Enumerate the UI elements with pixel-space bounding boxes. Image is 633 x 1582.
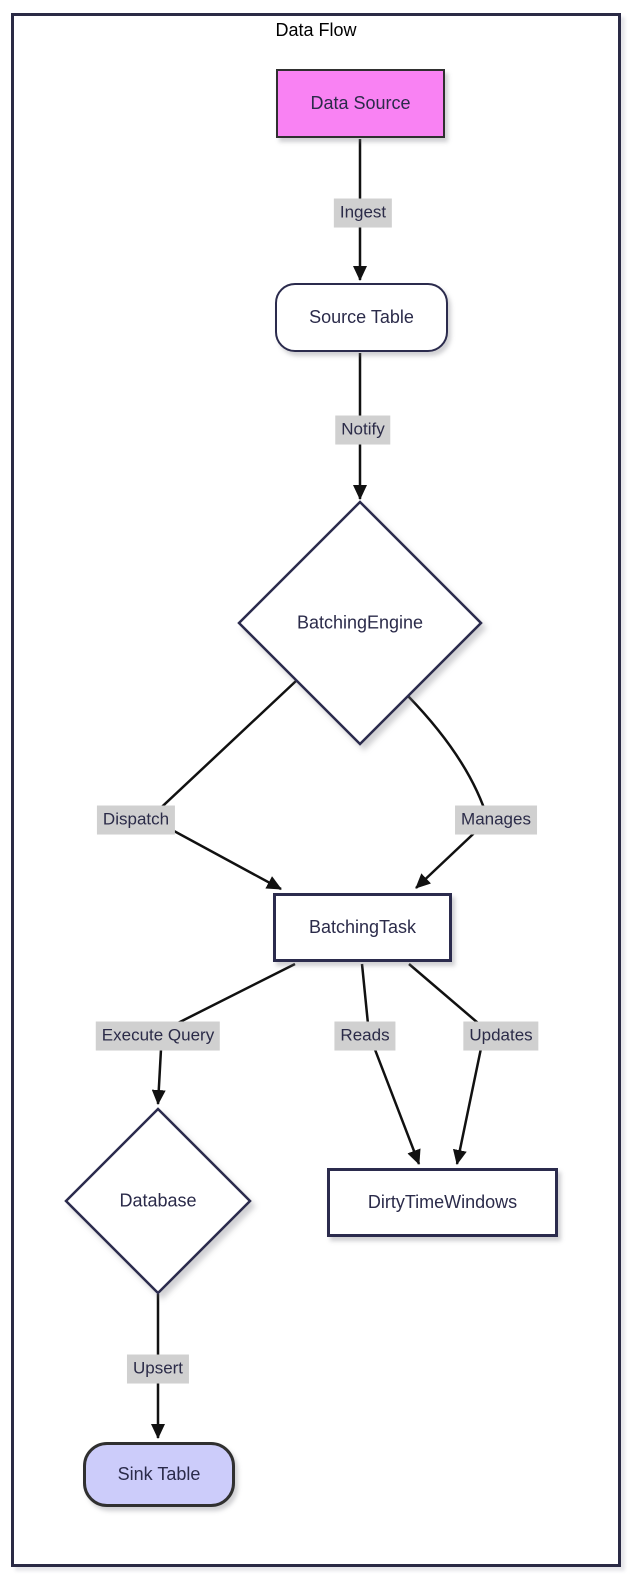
edge-label-updates: Updates bbox=[463, 1021, 539, 1051]
edge-updates-line bbox=[408, 963, 487, 1165]
node-data-source: Data Source bbox=[276, 69, 445, 138]
node-sink-table: Sink Table bbox=[83, 1442, 235, 1507]
node-database-shape bbox=[64, 1107, 252, 1295]
node-batching-engine-label: BatchingEngine bbox=[296, 612, 424, 633]
edge-label-dispatch: Dispatch bbox=[96, 805, 176, 835]
node-source-table-label: Source Table bbox=[309, 307, 414, 327]
node-batching-task-label: BatchingTask bbox=[308, 917, 417, 937]
edge-label-reads: Reads bbox=[334, 1021, 396, 1051]
node-sink-table-label: Sink Table bbox=[117, 1464, 201, 1484]
edge-label-execute-query: Execute Query bbox=[95, 1021, 221, 1051]
diagram-title: Data Flow bbox=[275, 20, 357, 40]
node-dirty-time-windows-label: DirtyTimeWindows bbox=[367, 1192, 518, 1212]
node-dirty-time-windows: DirtyTimeWindows bbox=[327, 1168, 558, 1237]
edge-label-manages: Manages bbox=[455, 805, 537, 835]
diagram-frame bbox=[11, 13, 621, 1567]
edge-label-ingest: Ingest bbox=[333, 198, 393, 228]
edge-reads-line bbox=[360, 963, 421, 1165]
edge-manages-line bbox=[407, 695, 490, 889]
node-source-table: Source Table bbox=[275, 283, 448, 352]
node-database-label: Database bbox=[119, 1190, 197, 1211]
node-data-source-label: Data Source bbox=[310, 93, 411, 113]
edge-dispatch-line bbox=[147, 680, 297, 891]
edge-label-upsert: Upsert bbox=[126, 1354, 190, 1384]
node-batching-task: BatchingTask bbox=[273, 893, 452, 962]
node-batching-engine-shape bbox=[237, 500, 483, 746]
edge-label-notify: Notify bbox=[335, 415, 391, 445]
